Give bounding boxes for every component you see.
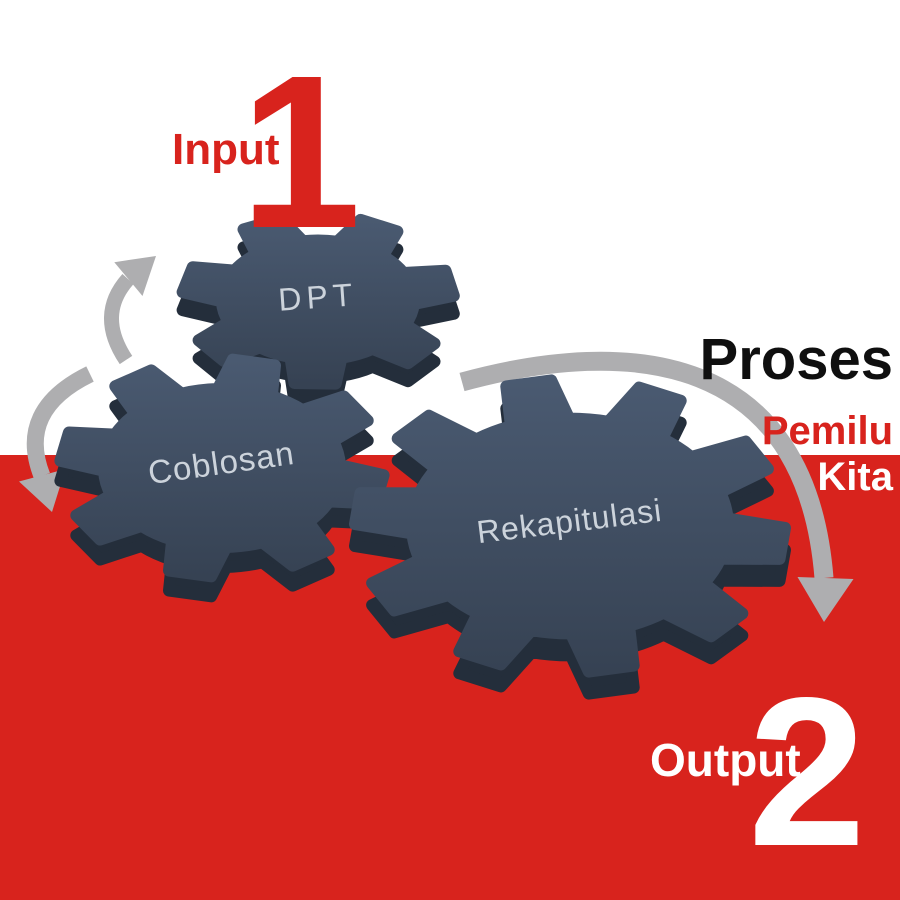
- arrow-process-flow-head: [797, 577, 854, 622]
- arrow-process-flow-curve: [459, 351, 834, 579]
- arrow-process-flow: [459, 351, 854, 622]
- gear-coblosan: Coblosan: [54, 353, 390, 603]
- gear-rekapitulasi-face: [349, 374, 791, 678]
- arrow-coblosan-cycle-head: [19, 469, 66, 512]
- output-label: Output: [650, 734, 801, 786]
- input-label: Input: [172, 125, 280, 174]
- arrow-coblosan-cycle-curve: [26, 366, 94, 480]
- arrow-dpt-cycle: [104, 256, 156, 365]
- arrow-dpt-cycle-curve: [104, 274, 134, 365]
- gear-coblosan-face: [54, 353, 390, 583]
- gear-dpt-face: [176, 212, 460, 390]
- gear-label-dpt: DPT: [277, 276, 358, 317]
- proses-label: Proses: [699, 327, 893, 392]
- kita-label: Kita: [817, 455, 893, 499]
- arrow-coblosan-cycle: [19, 366, 94, 512]
- arrow-dpt-cycle-head: [114, 256, 156, 296]
- input-number: 1: [240, 31, 362, 274]
- output-number: 2: [748, 653, 866, 890]
- gear-rekapitulasi: Rekapitulasi: [349, 374, 791, 700]
- pemilu-label: Pemilu: [761, 409, 893, 453]
